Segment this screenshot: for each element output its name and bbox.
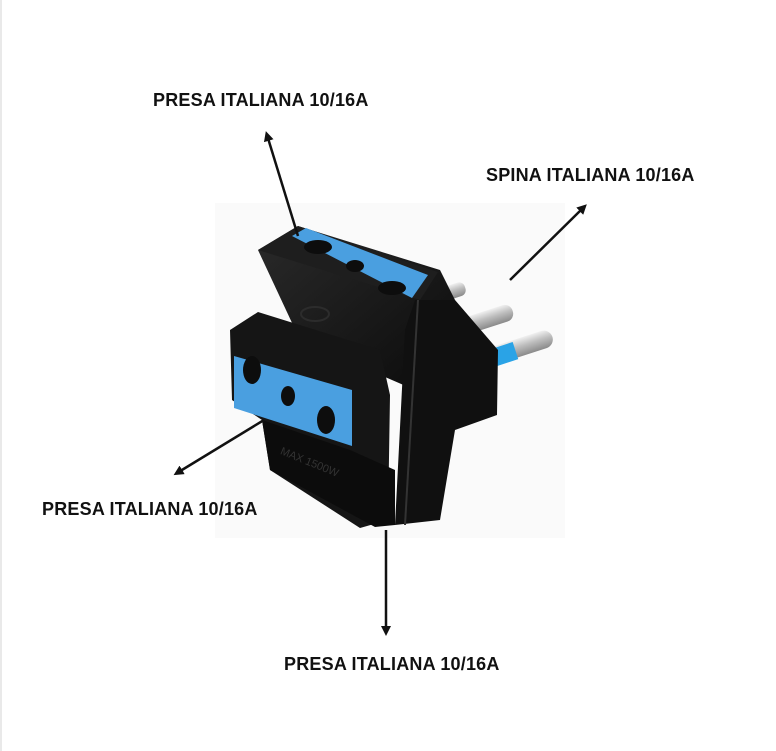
pin-bottom: [489, 330, 553, 366]
callout-label-left: PRESA ITALIANA 10/16A: [42, 499, 258, 519]
left-border: [0, 0, 2, 751]
front-socket: [234, 356, 352, 446]
callout-label-bottom: PRESA ITALIANA 10/16A: [284, 654, 500, 674]
callout-arrows: [173, 131, 587, 636]
arrow-left: [173, 418, 265, 476]
callout-label-top: PRESA ITALIANA 10/16A: [153, 90, 369, 110]
top-socket: [292, 228, 428, 298]
arrow-right: [509, 204, 587, 281]
arrow-top: [263, 131, 300, 237]
callout-label-right: SPINA ITALIANA 10/16A: [486, 165, 695, 185]
